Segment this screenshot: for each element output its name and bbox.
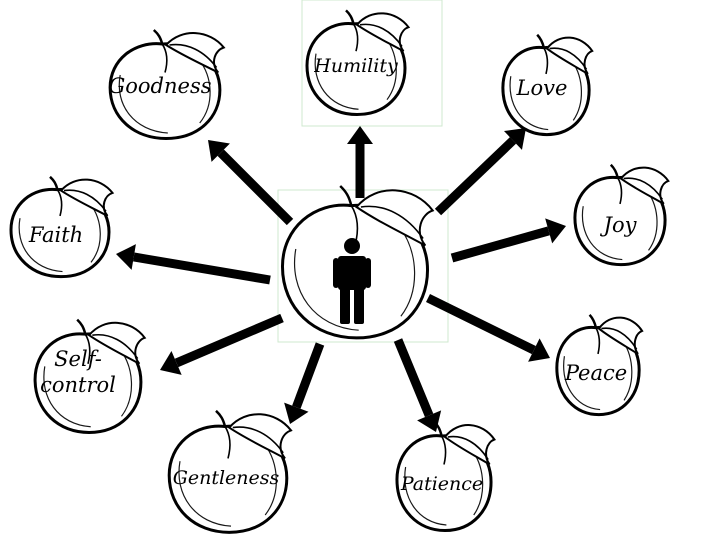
- fruit-label-gentleness: Gentleness: [173, 467, 280, 489]
- arrow-to-self-control: [160, 318, 282, 375]
- arrow-to-goodness: [208, 140, 290, 222]
- arrow-to-joy-shaft: [452, 231, 549, 258]
- arrow-to-faith: [116, 244, 270, 280]
- fruit-label-faith: Faith: [28, 223, 83, 247]
- fruit-label-goodness: Goodness: [108, 74, 211, 98]
- arrow-to-humility-head: [347, 126, 373, 144]
- fruit-faith: Faith: [11, 177, 113, 277]
- arrow-to-patience: [398, 340, 441, 432]
- fruit-humility: Humility: [307, 10, 409, 114]
- arrow-to-love-shaft: [438, 140, 513, 212]
- arrow-to-goodness-shaft: [221, 153, 290, 222]
- fruit-label-peace: Peace: [564, 361, 627, 385]
- fruit-peace: Peace: [557, 315, 642, 415]
- fruit-gentleness: Gentleness: [169, 411, 291, 533]
- fruit-label-joy: Joy: [600, 213, 638, 237]
- fruit-self-control: Self-control: [35, 320, 145, 433]
- arrow-to-self-control-shaft: [177, 318, 282, 363]
- arrow-to-gentleness-shaft: [296, 344, 320, 407]
- arrow-to-joy: [452, 218, 566, 258]
- fruit-label-humility: Humility: [313, 55, 398, 77]
- center-fruit: [282, 186, 432, 338]
- arrow-to-gentleness: [284, 344, 320, 424]
- fruit-joy: Joy: [575, 165, 668, 265]
- arrow-to-peace: [428, 298, 550, 362]
- arrow-to-faith-shaft: [134, 257, 270, 280]
- fruit-label-love: Love: [516, 76, 568, 100]
- fruit-goodness: Goodness: [108, 30, 223, 139]
- fruit-patience: Patience: [397, 422, 494, 531]
- arrow-to-love: [438, 128, 526, 212]
- fruit-love: Love: [503, 35, 592, 135]
- fruit-label-patience: Patience: [400, 473, 483, 495]
- arrow-to-faith-head: [116, 244, 136, 270]
- arrow-to-patience-shaft: [398, 340, 429, 415]
- arrow-to-humility: [347, 126, 373, 198]
